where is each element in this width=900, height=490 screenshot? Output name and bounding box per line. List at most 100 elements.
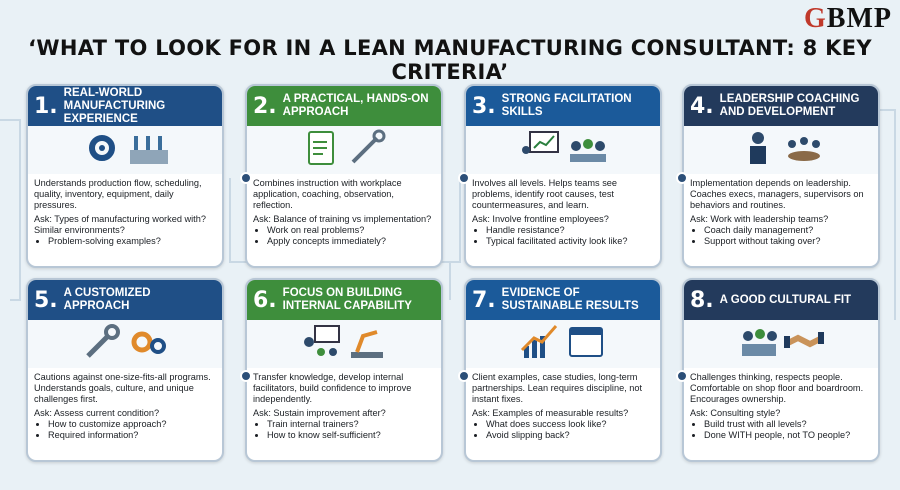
question-item: Handle resistance? [486, 225, 654, 236]
presenter-icon [520, 128, 560, 173]
card-description: Challenges thinking, respects people. Co… [690, 372, 864, 404]
card-body: Understands production flow, scheduling,… [28, 174, 222, 247]
robot-arm-icon [347, 322, 387, 367]
question-item: Typical facilitated activity look like? [486, 236, 654, 247]
card-description: Client examples, case studies, long-term… [472, 372, 643, 404]
card-number: 3. [472, 93, 496, 119]
card-illustration [466, 320, 660, 368]
card-body: Client examples, case studies, long-term… [466, 368, 660, 441]
question-item: Required information? [48, 430, 216, 441]
card-ask: Ask: Work with leadership teams? [690, 214, 829, 224]
card-illustration [28, 126, 222, 174]
connector-dot [240, 172, 252, 184]
card-questions: Train internal trainers?How to know self… [253, 419, 435, 441]
card-illustration [247, 126, 441, 174]
connector-dot [458, 172, 470, 184]
card-ask: Ask: Assess current condition? [34, 408, 160, 418]
criteria-card-5: 5.A CUSTOMIZED APPROACH Cautions against … [26, 278, 224, 462]
card-title: STRONG FACILITATION SKILLS [501, 93, 632, 118]
card-illustration [28, 320, 222, 368]
card-header: 3.STRONG FACILITATION SKILLS [466, 86, 660, 126]
card-description: Understands production flow, scheduling,… [34, 178, 202, 210]
card-questions: Problem-solving examples? [34, 236, 216, 247]
card-title: REAL-WORLD MANUFACTURING EXPERIENCE [63, 86, 166, 125]
calendar-icon [566, 322, 606, 367]
card-ask: Ask: Involve frontline employees? [472, 214, 609, 224]
gear-icon [82, 128, 122, 173]
card-title: FOCUS ON BUILDING INTERNAL CAPABILITY [282, 287, 412, 312]
card-header: 7.EVIDENCE OF SUSTAINABLE RESULTS [466, 280, 660, 320]
card-number: 2. [253, 93, 277, 119]
card-number: 6. [253, 287, 277, 313]
card-questions: Build trust with all levels?Done WITH pe… [690, 419, 872, 441]
card-title: A GOOD CULTURAL FIT [719, 293, 852, 306]
card-ask: Ask: Types of manufacturing worked with?… [34, 214, 206, 235]
gears-icon [128, 322, 168, 367]
card-header: 1.REAL-WORLD MANUFACTURING EXPERIENCE [28, 86, 222, 126]
question-item: Avoid slipping back? [486, 430, 654, 441]
card-header: 8. A GOOD CULTURAL FIT [684, 280, 878, 320]
question-item: How to customize approach? [48, 419, 216, 430]
question-item: How to know self-sufficient? [267, 430, 435, 441]
card-ask: Ask: Examples of measurable results? [472, 408, 629, 418]
card-ask: Ask: Balance of training vs implementati… [253, 214, 432, 224]
card-illustration [466, 126, 660, 174]
wrench-icon [82, 322, 122, 367]
card-illustration [684, 320, 878, 368]
criteria-card-6: 6.FOCUS ON BUILDING INTERNAL CAPABILITY T… [245, 278, 443, 462]
card-description: Cautions against one-size-fits-all progr… [34, 372, 211, 404]
handshake-icon [783, 322, 825, 367]
card-ask: Ask: Consulting style? [690, 408, 781, 418]
card-questions: What does success look like?Avoid slippi… [472, 419, 654, 441]
connector-dot [240, 370, 252, 382]
card-title: A CUSTOMIZED APPROACH [63, 287, 151, 312]
card-number: 7. [472, 287, 496, 313]
card-header: 5.A CUSTOMIZED APPROACH [28, 280, 222, 320]
card-title: EVIDENCE OF SUSTAINABLE RESULTS [501, 287, 639, 312]
factory-icon [128, 128, 170, 173]
card-description: Transfer knowledge, develop internal fac… [253, 372, 412, 404]
card-ask: Ask: Sustain improvement after? [253, 408, 386, 418]
card-body: Combines instruction with workplace appl… [247, 174, 441, 247]
connector-dot [676, 370, 688, 382]
card-title: LEADERSHIP COACHING AND DEVELOPMENT [719, 93, 860, 118]
team-icon [566, 128, 606, 173]
criteria-card-4: 4.LEADERSHIP COACHING AND DEVELOPMENT Imp… [682, 84, 880, 268]
card-description: Involves all levels. Helps teams see pro… [472, 178, 618, 210]
card-illustration [247, 320, 441, 368]
growth-chart-icon [520, 322, 560, 367]
connector-dot [676, 172, 688, 184]
question-item: Problem-solving examples? [48, 236, 216, 247]
tools-icon [347, 128, 387, 173]
question-item: What does success look like? [486, 419, 654, 430]
card-body: Involves all levels. Helps teams see pro… [466, 174, 660, 247]
leader-icon [738, 128, 778, 173]
card-header: 4.LEADERSHIP COACHING AND DEVELOPMENT [684, 86, 878, 126]
card-description: Combines instruction with workplace appl… [253, 178, 402, 210]
question-item: Apply concepts immediately? [267, 236, 435, 247]
question-item: Done WITH people, not TO people? [704, 430, 872, 441]
card-number: 1. [34, 93, 58, 119]
criteria-card-2: 2.A PRACTICAL, HANDS-ON APPROACH Combines… [245, 84, 443, 268]
card-questions: Handle resistance?Typical facilitated ac… [472, 225, 654, 247]
criteria-card-3: 3.STRONG FACILITATION SKILLS Involves all… [464, 84, 662, 268]
question-item: Build trust with all levels? [704, 419, 872, 430]
criteria-card-1: 1.REAL-WORLD MANUFACTURING EXPERIENCE Und… [26, 84, 224, 268]
connector-dot [458, 370, 470, 382]
card-body: Cautions against one-size-fits-all progr… [28, 368, 222, 441]
card-body: Transfer knowledge, develop internal fac… [247, 368, 441, 441]
card-description: Implementation depends on leadership. Co… [690, 178, 864, 210]
question-item: Train internal trainers? [267, 419, 435, 430]
card-number: 8. [690, 287, 714, 313]
card-header: 6.FOCUS ON BUILDING INTERNAL CAPABILITY [247, 280, 441, 320]
card-number: 4. [690, 93, 714, 119]
card-body: Challenges thinking, respects people. Co… [684, 368, 878, 441]
criteria-card-7: 7.EVIDENCE OF SUSTAINABLE RESULTS Client … [464, 278, 662, 462]
criteria-card-8: 8. A GOOD CULTURAL FIT Challenges thinking… [682, 278, 880, 462]
card-title: A PRACTICAL, HANDS-ON APPROACH [282, 93, 429, 118]
card-questions: How to customize approach?Required infor… [34, 419, 216, 441]
card-illustration [684, 126, 878, 174]
question-item: Support without taking over? [704, 236, 872, 247]
card-number: 5. [34, 287, 58, 313]
